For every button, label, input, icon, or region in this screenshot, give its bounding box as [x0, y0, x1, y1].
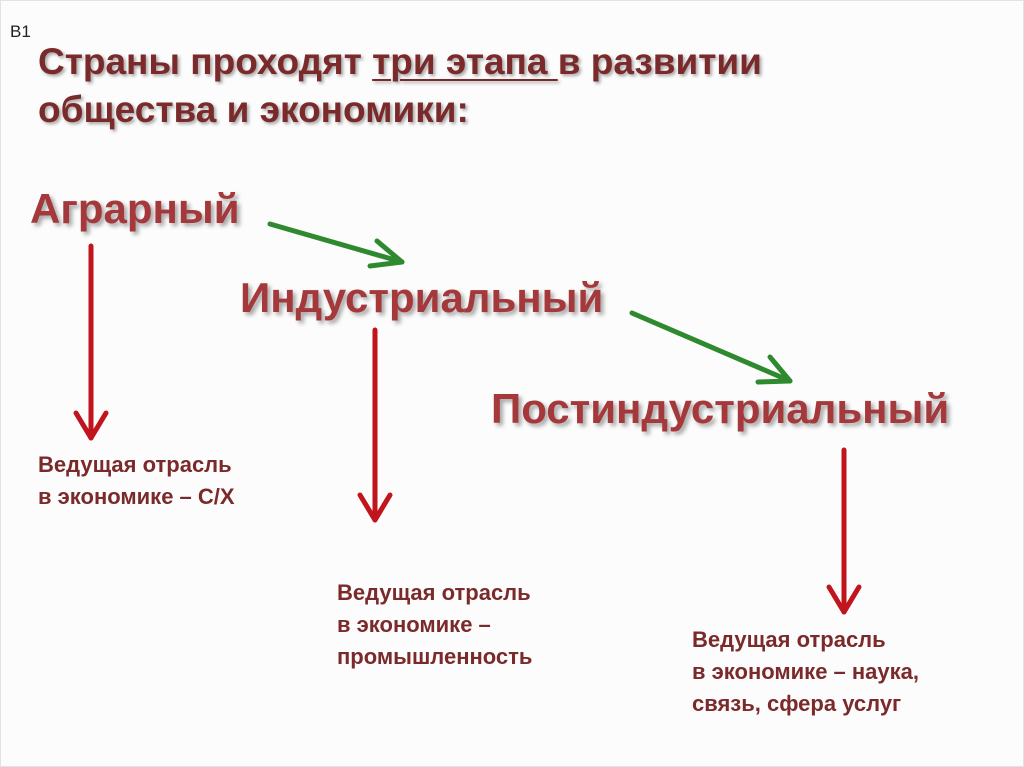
arrow-industrial-to-postindustrial	[629, 310, 793, 385]
note-line: в экономике – наука,	[692, 659, 920, 684]
title-underlined: три этапа	[372, 41, 558, 82]
stage-industrial: Индустриальный	[240, 274, 604, 321]
arrow-down-industrial	[357, 327, 393, 523]
stage-postindustrial: Постиндустриальный	[491, 385, 950, 432]
arrow-down-agrarian	[73, 243, 109, 441]
note-line: Ведущая отрасль	[337, 580, 531, 605]
title-part-1: Страны проходят	[38, 41, 373, 82]
note-line: связь, сфера услуг	[692, 691, 902, 716]
arrow-agrarian-to-industrial	[267, 221, 405, 269]
note-agrarian: Ведущая отрасль в экономике – С/Х	[38, 449, 235, 513]
slide-title: Страны проходят три этапа в развитии общ…	[38, 38, 938, 134]
title-part-2: в развитии общества и экономики:	[38, 41, 762, 130]
note-industrial: Ведущая отрасль в экономике – промышленн…	[337, 577, 532, 673]
note-line: промышленность	[337, 644, 533, 669]
stage-agrarian: Аграрный	[30, 185, 240, 232]
note-line: в экономике –	[337, 612, 491, 637]
note-line: Ведущая отрасль	[38, 452, 232, 477]
note-line: Ведущая отрасль	[692, 627, 886, 652]
note-line: в экономике – С/Х	[38, 484, 235, 509]
arrow-down-postindustrial	[826, 447, 862, 615]
note-postindustrial: Ведущая отрасль в экономике – наука, свя…	[692, 624, 919, 720]
slide-tag: В1	[10, 22, 31, 41]
